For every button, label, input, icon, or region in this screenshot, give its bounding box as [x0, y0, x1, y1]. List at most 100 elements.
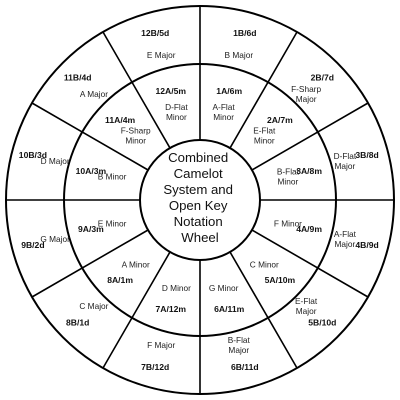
inner-code-label: 2A/7m	[267, 115, 293, 125]
inner-sector: 4A/9mF Minor	[274, 219, 323, 235]
inner-key-label: G Minor	[209, 283, 239, 293]
inner-key-line: C Minor	[250, 259, 279, 269]
inner-key-line: E Minor	[98, 219, 127, 229]
outer-code-label: 10B/3d	[19, 150, 47, 160]
inner-code-label: 11A/4m	[105, 115, 135, 125]
inner-key-line: Minor	[125, 136, 146, 146]
center-title-line: Wheel	[181, 230, 218, 245]
outer-key-line: C Major	[79, 301, 108, 311]
outer-key-line: Major	[296, 94, 317, 104]
sector-divider	[102, 251, 171, 369]
outer-key-label: E Major	[147, 50, 176, 60]
outer-sector: 10B/3dD Major	[19, 150, 70, 166]
outer-sector: 11B/4d A Major	[64, 73, 108, 99]
outer-key-line: Major	[335, 161, 356, 171]
outer-key-line: D Major	[41, 156, 70, 166]
outer-code-label: 11B/4d	[64, 73, 92, 83]
center-title-line: Open Key	[169, 198, 228, 213]
outer-sector: 7B/12d F Major	[141, 340, 175, 372]
center-title-line: System and	[163, 182, 233, 197]
inner-key-line: Minor	[213, 112, 234, 122]
outer-code-label: 1B/6d	[233, 28, 256, 38]
outer-code-label: 3B/8d	[355, 150, 378, 160]
inner-code-label: 12A/5m	[156, 86, 187, 96]
inner-code-label: 7A/12m	[156, 304, 187, 314]
inner-key-label: C Minor	[250, 259, 279, 269]
outer-key-label: G Major	[40, 234, 70, 244]
outer-key-line: G Major	[40, 234, 70, 244]
outer-key-label: A Major	[80, 89, 108, 99]
inner-sector: 5A/10m C Minor	[250, 259, 296, 285]
outer-code-label: 7B/12d	[141, 362, 169, 372]
inner-key-line: Minor	[166, 112, 187, 122]
inner-key-line: D-Flat	[165, 102, 188, 112]
inner-key-line: B-Flat	[277, 166, 300, 176]
inner-key-label: F Minor	[274, 219, 302, 229]
inner-key-line: E-Flat	[253, 126, 276, 136]
outer-key-line: Major	[296, 306, 317, 316]
outer-key-line: Major	[228, 345, 249, 355]
inner-key-label: E Minor	[98, 219, 127, 229]
center-title-line: Notation	[174, 214, 223, 229]
center-title-line: Camelot	[174, 166, 223, 181]
sector-divider	[229, 251, 298, 369]
center-title-line: Combined	[168, 150, 228, 165]
inner-code-label: 1A/6m	[216, 86, 242, 96]
sector-divider	[229, 31, 298, 149]
inner-key-label: A Minor	[122, 259, 150, 269]
inner-code-label: 6A/11m	[214, 304, 244, 314]
inner-code-label: 4A/9m	[296, 224, 322, 234]
inner-sector: 10A/3mB Minor	[76, 166, 127, 182]
outer-key-label: F Major	[147, 340, 175, 350]
inner-key-label: B Minor	[98, 171, 127, 181]
outer-key-line: E Major	[147, 50, 176, 60]
outer-key-line: B Major	[225, 50, 254, 60]
outer-key-line: B-Flat	[228, 335, 251, 345]
middle-ring-boundary	[63, 63, 337, 337]
inner-key-line: Minor	[254, 136, 275, 146]
inner-sector: 7A/12m D Minor	[156, 283, 192, 314]
outer-sector: 1B/6d B Major	[225, 28, 257, 60]
sector-divider	[102, 31, 171, 149]
outer-key-line: F Major	[147, 340, 175, 350]
outer-key-label: D Major	[41, 156, 70, 166]
wheel-dividers	[6, 6, 394, 394]
sector-divider	[31, 229, 149, 298]
inner-code-label: 5A/10m	[265, 275, 296, 285]
outer-key-line: A Major	[80, 89, 108, 99]
inner-code-label: 3A/8m	[296, 166, 322, 176]
outer-key-line: F-Sharp	[291, 84, 321, 94]
sector-divider	[31, 102, 149, 171]
inner-key-line: A-Flat	[213, 102, 236, 112]
outer-ring-boundary	[5, 5, 395, 395]
outer-sector: 8B/1dC Major	[66, 301, 109, 327]
inner-key-line: D Minor	[162, 283, 191, 293]
inner-key-line: F Minor	[274, 219, 302, 229]
inner-key-label: D Minor	[162, 283, 191, 293]
outer-key-label: C Major	[79, 301, 108, 311]
outer-code-label: 6B/11d	[231, 362, 259, 372]
center-circle	[139, 139, 261, 261]
sector-divider	[251, 229, 369, 298]
outer-key-line: A-Flat	[334, 229, 357, 239]
inner-key-line: Minor	[278, 176, 299, 186]
sector-divider	[251, 102, 369, 171]
